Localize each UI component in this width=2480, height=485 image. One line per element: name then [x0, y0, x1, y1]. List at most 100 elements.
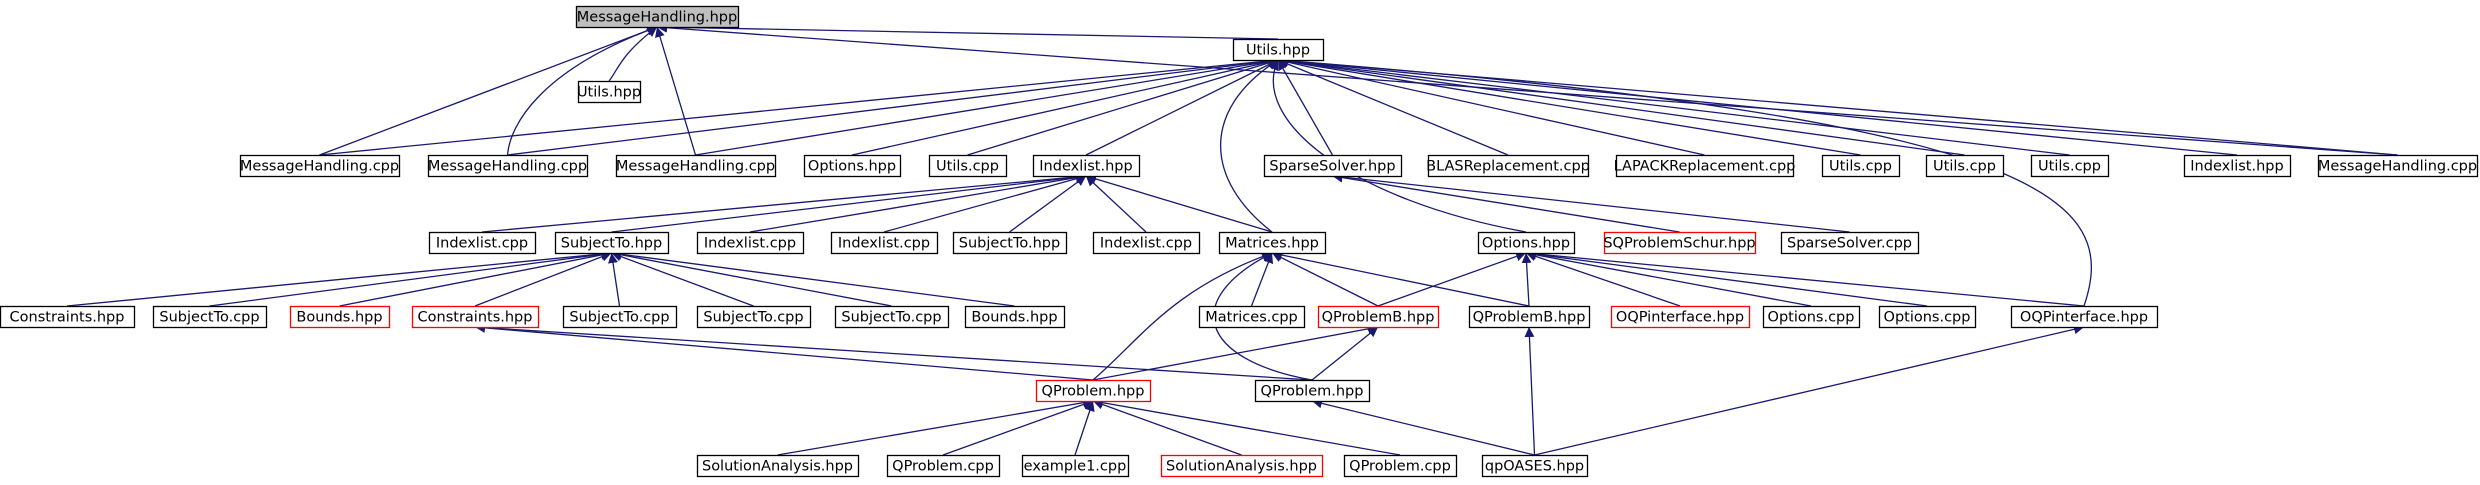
node-box[interactable]	[1780, 231, 1920, 255]
node-box[interactable]	[2317, 154, 2479, 178]
node-n24[interactable]: Options.hpp	[1477, 231, 1576, 255]
node-box[interactable]	[1035, 379, 1152, 403]
node-n10[interactable]: BLASReplacement.cpp	[1426, 154, 1590, 178]
node-box[interactable]	[1468, 305, 1591, 329]
node-n17[interactable]: Indexlist.cpp	[428, 231, 537, 255]
node-box[interactable]	[1198, 305, 1306, 329]
node-n23[interactable]: Matrices.hpp	[1218, 231, 1327, 255]
node-n28[interactable]: SubjectTo.cpp	[152, 305, 268, 329]
node-n21[interactable]: SubjectTo.hpp	[952, 231, 1068, 255]
node-box[interactable]	[964, 305, 1066, 329]
node-box[interactable]	[1218, 231, 1327, 255]
node-n48[interactable]: QProblem.cpp	[1343, 454, 1458, 478]
node-n6[interactable]: Options.hpp	[803, 154, 902, 178]
node-n44[interactable]: SolutionAnalysis.hpp	[696, 454, 860, 478]
node-box[interactable]	[696, 231, 805, 255]
node-n32[interactable]: SubjectTo.cpp	[696, 305, 812, 329]
node-box[interactable]	[152, 305, 268, 329]
node-box[interactable]	[289, 305, 391, 329]
node-box[interactable]	[562, 305, 678, 329]
node-n12[interactable]: Utils.cpp	[1821, 154, 1901, 178]
node-n19[interactable]: Indexlist.cpp	[696, 231, 805, 255]
node-n18[interactable]: SubjectTo.hpp	[554, 231, 670, 255]
node-n20[interactable]: Indexlist.cpp	[830, 231, 939, 255]
node-n4[interactable]: MessageHandling.cpp	[427, 154, 589, 178]
node-box[interactable]	[1263, 154, 1403, 178]
node-n3[interactable]: MessageHandling.cpp	[239, 154, 401, 178]
node-n22[interactable]: Indexlist.cpp	[1092, 231, 1201, 255]
node-box[interactable]	[1254, 379, 1371, 403]
node-box[interactable]	[239, 154, 401, 178]
node-box[interactable]	[1610, 305, 1751, 329]
node-n25[interactable]: SQProblemSchur.hpp	[1603, 231, 1757, 255]
node-box[interactable]	[1762, 305, 1861, 329]
node-n2[interactable]: Utils.hpp	[577, 80, 642, 104]
node-n41[interactable]: OQPinterface.hpp	[2010, 305, 2159, 329]
node-box[interactable]	[428, 231, 537, 255]
node-n13[interactable]: Utils.cpp	[1925, 154, 2005, 178]
node-box[interactable]	[2010, 305, 2159, 329]
node-n42[interactable]: QProblem.hpp	[1035, 379, 1152, 403]
node-box[interactable]	[2183, 154, 2292, 178]
node-n33[interactable]: SubjectTo.cpp	[834, 305, 950, 329]
node-box[interactable]	[803, 154, 902, 178]
node-box[interactable]	[1615, 154, 1795, 178]
node-n43[interactable]: QProblem.hpp	[1254, 379, 1371, 403]
node-n45[interactable]: QProblem.cpp	[886, 454, 1001, 478]
node-box[interactable]	[554, 231, 670, 255]
node-box[interactable]	[1021, 454, 1130, 478]
node-box[interactable]	[1092, 231, 1201, 255]
node-box[interactable]	[1343, 454, 1458, 478]
node-n35[interactable]: Matrices.cpp	[1198, 305, 1306, 329]
node-n5[interactable]: MessageHandling.cpp	[615, 154, 777, 178]
node-n16[interactable]: MessageHandling.cpp	[2317, 154, 2479, 178]
node-box[interactable]	[834, 305, 950, 329]
node-n14[interactable]: Utils.cpp	[2030, 154, 2110, 178]
node-n39[interactable]: Options.cpp	[1762, 305, 1861, 329]
node-n11[interactable]: LAPACKReplacement.cpp	[1614, 154, 1796, 178]
node-box[interactable]	[696, 454, 860, 478]
node-box[interactable]	[1925, 154, 2005, 178]
node-box[interactable]	[1477, 231, 1576, 255]
node-n7[interactable]: Utils.cpp	[928, 154, 1008, 178]
node-n9[interactable]: SparseSolver.hpp	[1263, 154, 1403, 178]
node-box[interactable]	[0, 305, 136, 329]
node-box[interactable]	[577, 80, 642, 104]
node-box[interactable]	[1317, 305, 1440, 329]
node-n30[interactable]: Constraints.hpp	[411, 305, 540, 329]
node-n0[interactable]: MessageHandling.hpp	[575, 5, 740, 29]
node-box[interactable]	[2030, 154, 2110, 178]
node-n15[interactable]: Indexlist.hpp	[2183, 154, 2292, 178]
node-n46[interactable]: example1.cpp	[1021, 454, 1130, 478]
node-box[interactable]	[1481, 454, 1589, 478]
node-box[interactable]	[952, 231, 1068, 255]
node-box[interactable]	[928, 154, 1008, 178]
node-box[interactable]	[615, 154, 777, 178]
node-box[interactable]	[575, 5, 740, 29]
node-n34[interactable]: Bounds.hpp	[964, 305, 1066, 329]
node-n8[interactable]: Indexlist.hpp	[1032, 154, 1141, 178]
node-box[interactable]	[1821, 154, 1901, 178]
node-n1[interactable]: Utils.hpp	[1232, 38, 1325, 62]
node-n29[interactable]: Bounds.hpp	[289, 305, 391, 329]
node-n27[interactable]: Constraints.hpp	[0, 305, 136, 329]
node-n26[interactable]: SparseSolver.cpp	[1780, 231, 1920, 255]
node-box[interactable]	[427, 154, 589, 178]
node-n40[interactable]: Options.cpp	[1878, 305, 1977, 329]
node-box[interactable]	[830, 231, 939, 255]
node-box[interactable]	[411, 305, 540, 329]
node-box[interactable]	[1160, 454, 1324, 478]
node-n49[interactable]: qpOASES.hpp	[1481, 454, 1589, 478]
node-box[interactable]	[1232, 38, 1325, 62]
node-n31[interactable]: SubjectTo.cpp	[562, 305, 678, 329]
node-n47[interactable]: SolutionAnalysis.hpp	[1160, 454, 1324, 478]
node-box[interactable]	[1603, 231, 1757, 255]
node-n37[interactable]: QProblemB.hpp	[1468, 305, 1591, 329]
node-box[interactable]	[696, 305, 812, 329]
node-box[interactable]	[1427, 154, 1590, 178]
node-n36[interactable]: QProblemB.hpp	[1317, 305, 1440, 329]
node-n38[interactable]: OQPinterface.hpp	[1610, 305, 1751, 329]
node-box[interactable]	[1032, 154, 1141, 178]
node-box[interactable]	[886, 454, 1001, 478]
node-box[interactable]	[1878, 305, 1977, 329]
